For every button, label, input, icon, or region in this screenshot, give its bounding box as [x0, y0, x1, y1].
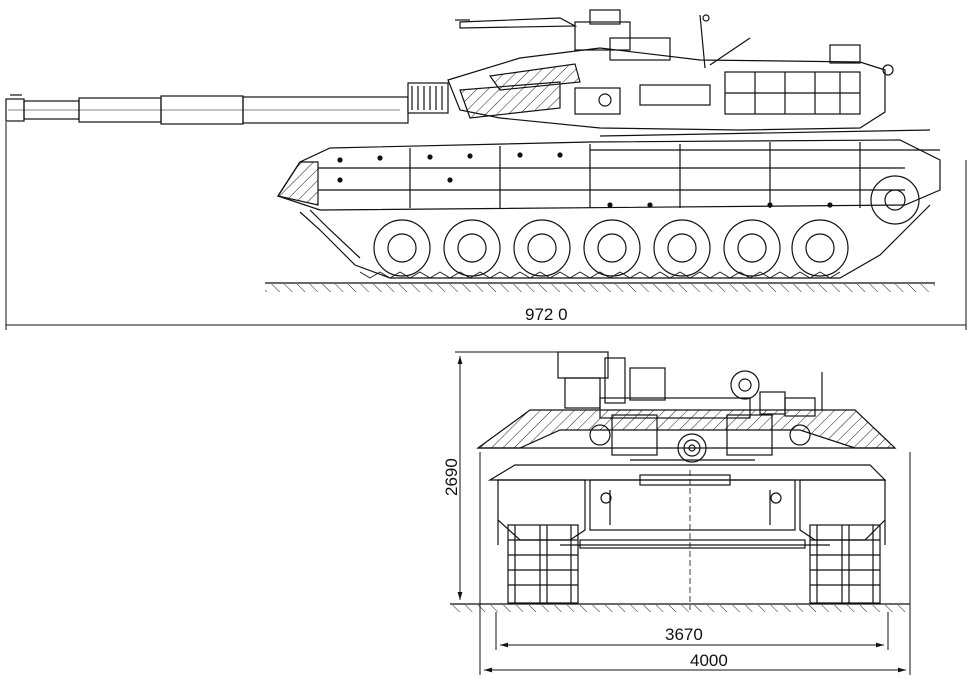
track-width-label: 3670	[665, 625, 703, 644]
front-ground	[450, 603, 910, 612]
height-dimension	[455, 351, 600, 600]
length-dimension	[5, 122, 967, 330]
running-gear	[299, 175, 931, 279]
front-view	[450, 351, 911, 675]
length-label: 972 0	[525, 305, 568, 324]
front-hull	[487, 464, 887, 549]
gun-barrel	[5, 94, 409, 125]
side-ground	[265, 282, 935, 292]
side-view	[5, 9, 967, 330]
overall-width-dimension	[479, 452, 911, 675]
turret	[407, 9, 894, 131]
hull	[277, 129, 941, 211]
height-label: 2690	[442, 458, 461, 496]
track-width-dimension	[495, 612, 889, 650]
overall-width-label: 4000	[690, 651, 728, 670]
front-tracks	[507, 524, 881, 604]
front-turret	[476, 351, 897, 463]
